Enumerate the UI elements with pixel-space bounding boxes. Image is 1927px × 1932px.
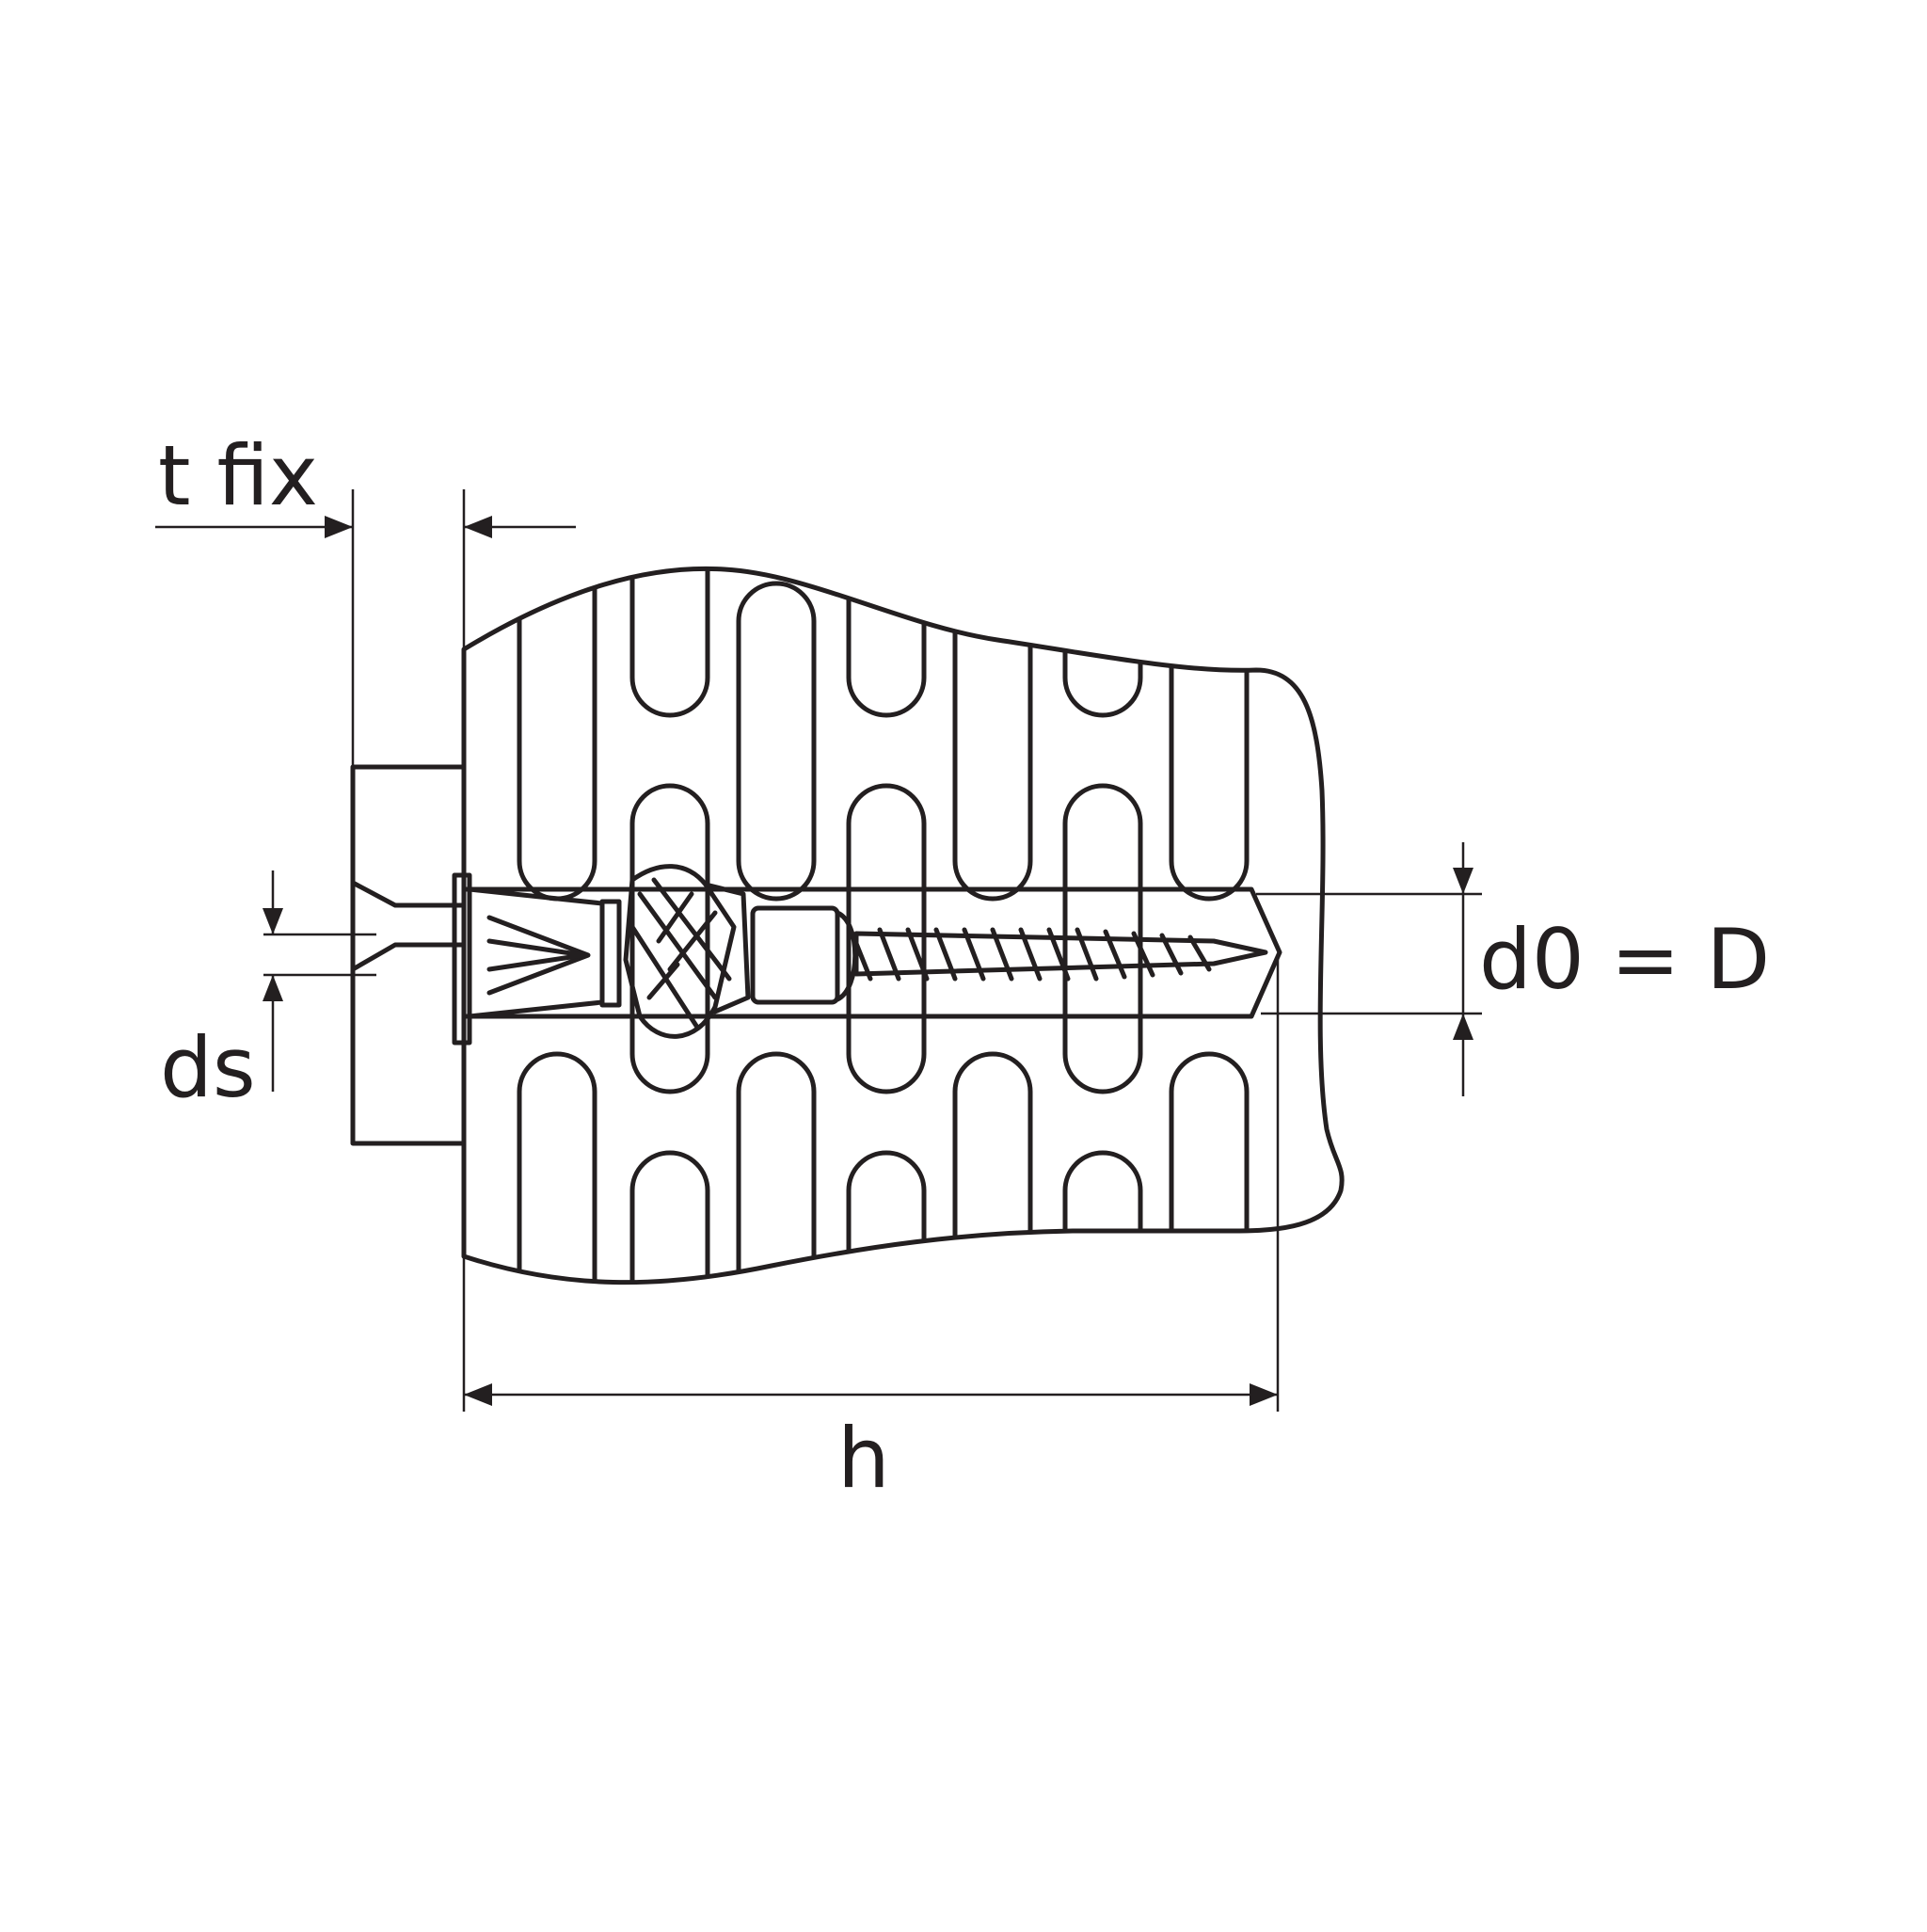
label-h: h	[837, 1410, 890, 1507]
block-slots	[517, 568, 1250, 1283]
dimension-tfix	[155, 489, 576, 767]
ds-arrow-top	[263, 908, 283, 934]
label-d0: d0 = D	[1479, 911, 1770, 1008]
h-arrow-right	[1250, 1383, 1278, 1406]
tfix-arrow-left	[325, 516, 353, 538]
fixture-hatched-section	[350, 764, 467, 1146]
dowel-expansion-knot	[623, 864, 751, 1039]
dimension-d0	[1256, 842, 1482, 1096]
tfix-arrow-right	[464, 516, 492, 538]
ds-arrow-bottom	[263, 975, 283, 1001]
dimension-h	[462, 955, 1280, 1412]
dimension-ds	[263, 870, 376, 1092]
dowel-collar	[452, 872, 472, 1046]
hollow-block	[461, 566, 1345, 1285]
label-ds: ds	[160, 1019, 256, 1116]
dowel-sleeve	[750, 905, 840, 1005]
label-tfix: t fix	[158, 427, 318, 524]
screw	[849, 927, 1268, 982]
hollow-block-outline	[461, 566, 1345, 1285]
fixture-plate	[350, 764, 467, 1146]
d0-arrow-bottom	[1453, 1014, 1473, 1040]
screw-thread	[849, 927, 1212, 982]
d0-arrow-top	[1453, 868, 1473, 894]
h-arrow-left	[464, 1383, 492, 1406]
